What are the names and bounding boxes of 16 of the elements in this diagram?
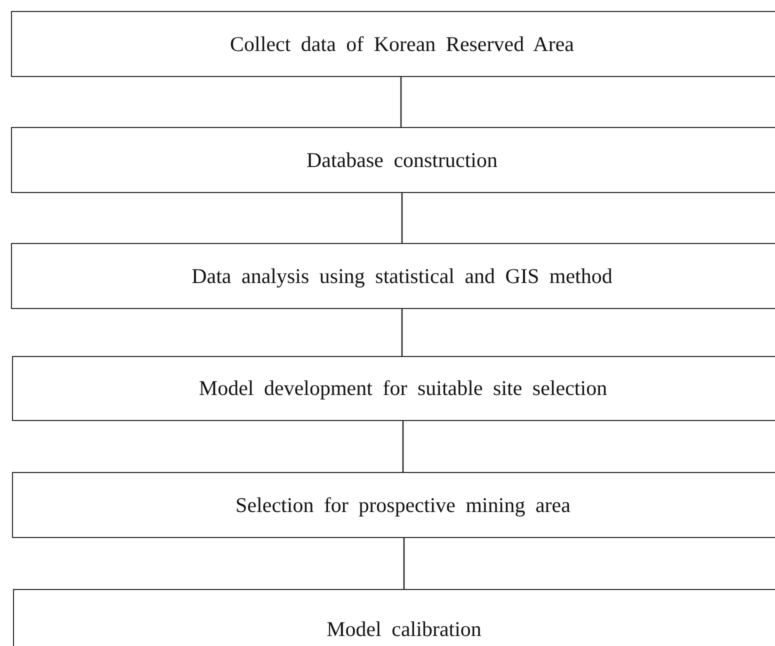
step-text: Selection for prospective mining area bbox=[234, 492, 572, 518]
connector-line bbox=[403, 538, 405, 589]
process-box bbox=[12, 472, 775, 538]
step-text: Collect data of Korean Reserved Area bbox=[229, 32, 575, 56]
connector-line bbox=[401, 193, 403, 243]
step-text: Data analysis using statistical and GIS method bbox=[190, 264, 614, 288]
process-box bbox=[11, 127, 775, 193]
connector-line bbox=[401, 309, 403, 356]
process-box bbox=[11, 243, 775, 309]
connector-line bbox=[400, 77, 402, 127]
step-text: Database construction bbox=[305, 148, 499, 172]
step-text: Model calibration bbox=[326, 616, 482, 642]
connector-line bbox=[402, 421, 404, 472]
step-text: Model development for suitable site selection bbox=[198, 376, 608, 401]
process-box bbox=[12, 356, 775, 421]
process-box bbox=[11, 11, 775, 77]
